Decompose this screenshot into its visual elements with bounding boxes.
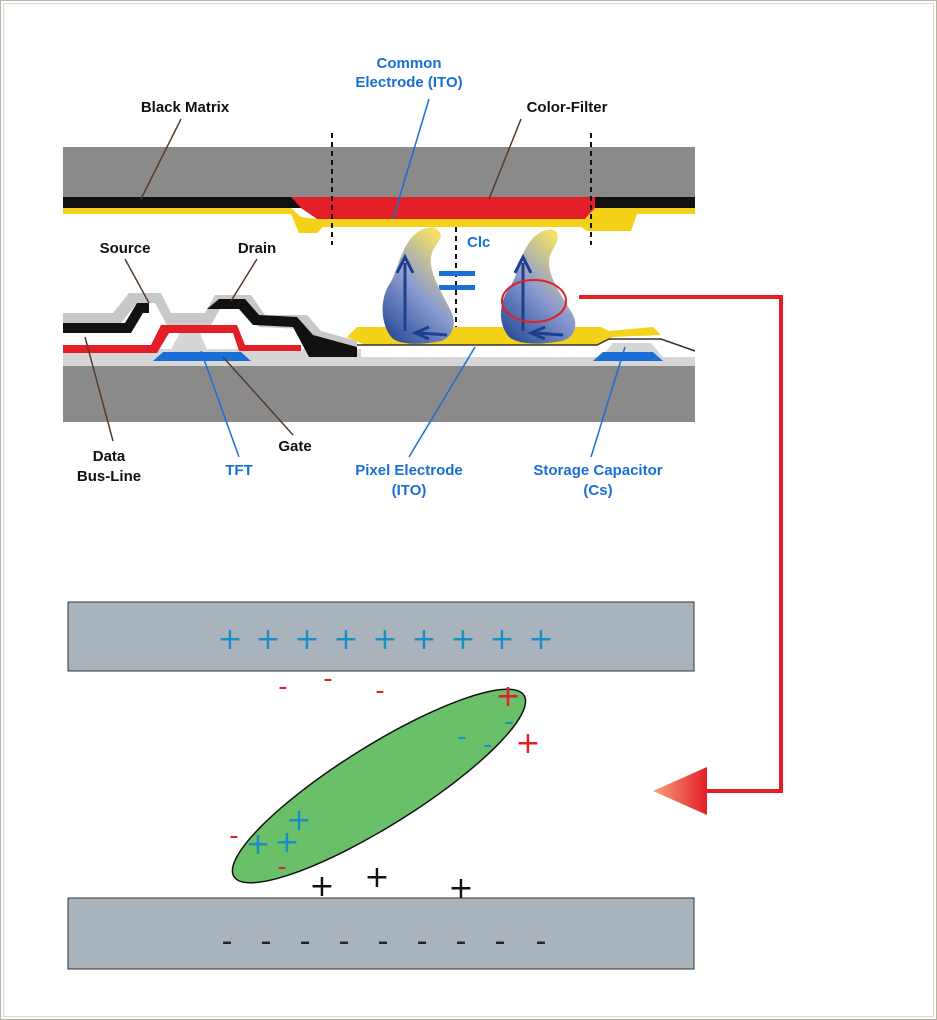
plate-minus-charge: - (261, 924, 272, 959)
molecule-charges: - - - + + + (245, 707, 513, 862)
label-storage-capacitor-line2: (Cs) (583, 482, 612, 499)
plate-minus-charge: - (339, 924, 350, 959)
field-plus-charge: + (448, 871, 473, 906)
plate-plus-charge: + (372, 622, 397, 657)
molecule-plus-charge: + (274, 825, 299, 860)
label-storage-capacitor-line1: Storage Capacitor (533, 462, 662, 479)
field-minus-charge: - (277, 852, 286, 882)
label-pixel-electrode-line2: (ITO) (392, 482, 427, 499)
lc-arrow-up-left (395, 253, 415, 331)
leader-drain (230, 258, 258, 302)
leader-color-filter (488, 118, 522, 200)
plate-minus-charge: - (495, 924, 506, 959)
lc-arrow-up-right (513, 253, 533, 331)
plate-minus-charge: - (378, 924, 389, 959)
field-minus-charge: - (278, 672, 287, 702)
label-drain: Drain (238, 240, 276, 257)
plate-plus-charge: + (450, 622, 475, 657)
plate-plus-charge: + (294, 622, 319, 657)
label-color-filter: Color-Filter (527, 99, 608, 116)
molecule-minus-charge: - (504, 707, 513, 737)
plate-plus-charge: + (333, 622, 358, 657)
field-minus-charge: - (323, 664, 332, 694)
plate-plus-charge: + (217, 622, 242, 657)
leader-common-electrode (392, 98, 430, 220)
tft-semiconductor-layer (63, 325, 301, 353)
common-electrode-ito-layer (63, 208, 695, 233)
label-gate: Gate (278, 438, 311, 455)
lc-molecule-zoomed (231, 688, 527, 884)
top-electrode-plate (67, 601, 695, 672)
label-clc: Clc (467, 234, 490, 251)
plate-plus-charge: + (255, 622, 280, 657)
label-common-electrode-line2: Electrode (ITO) (355, 74, 462, 91)
plate-minus-charge: - (417, 924, 428, 959)
lc-arrow-left-left (411, 325, 448, 341)
drain-electrode (207, 299, 357, 357)
zoom-connector-line (579, 295, 783, 793)
field-plus-charge: + (364, 860, 389, 895)
field-plus-charge: + (309, 869, 334, 904)
plate-minus-charge: - (300, 924, 311, 959)
label-pixel-electrode-line1: Pixel Electrode (355, 462, 463, 479)
field-plus-charge: + (515, 726, 540, 761)
label-common-electrode-line1: Common (377, 55, 442, 72)
bottom-glass-substrate (63, 366, 695, 422)
lc-molecule-left (382, 227, 454, 344)
plate-plus-charge: + (411, 622, 436, 657)
gate-electrode (153, 352, 251, 361)
plate-plus-charge: + (528, 622, 553, 657)
clc-capacitor-plate-top (439, 271, 475, 276)
molecule-plus-charge: + (286, 803, 311, 838)
leader-data-bus-line (84, 336, 114, 442)
source-electrode (63, 303, 149, 333)
bottom-electrode-plate (67, 897, 695, 970)
field-plus-charge: + (495, 679, 520, 714)
label-source: Source (100, 240, 151, 257)
plate-minus-charge: - (456, 924, 467, 959)
leader-pixel-electrode (408, 346, 476, 458)
pixel-electrode-edge (357, 338, 696, 352)
highlight-circle (501, 279, 567, 323)
lc-arrow-left-right (527, 325, 564, 341)
leader-tft (200, 350, 240, 458)
plate-minus-charge: - (536, 924, 547, 959)
molecule-plus-charge: + (245, 827, 270, 862)
bottom-plate-minus-charges: - - - - - - - - - (222, 924, 547, 959)
molecule-minus-charge: - (483, 730, 492, 760)
plate-plus-charge: + (489, 622, 514, 657)
zoom-arrow-head (653, 767, 707, 815)
color-filter-layer (291, 197, 595, 219)
plate-minus-charge: - (222, 924, 233, 959)
surrounding-charges-red: - - - - - + + (229, 664, 540, 882)
leader-storage-capacitor (590, 346, 626, 458)
leader-source (124, 258, 150, 304)
molecule-minus-charge: - (457, 722, 466, 752)
storage-capacitor-electrode (593, 352, 663, 361)
leader-gate (222, 356, 294, 436)
field-minus-charge: - (229, 821, 238, 851)
bottom-field-plus-charges: + + + (309, 860, 473, 906)
field-minus-charge: - (375, 676, 384, 706)
clc-capacitor-plate-bottom (439, 285, 475, 290)
label-data-bus-line2: Bus-Line (77, 468, 141, 485)
passivation-layer (63, 293, 357, 347)
leader-black-matrix (140, 118, 182, 200)
label-black-matrix: Black Matrix (141, 99, 230, 116)
top-glass-substrate (63, 147, 695, 197)
top-plate-plus-charges: + + + + + + + + + (217, 622, 553, 657)
label-tft: TFT (225, 462, 253, 479)
label-data-bus-line1: Data (93, 448, 126, 465)
